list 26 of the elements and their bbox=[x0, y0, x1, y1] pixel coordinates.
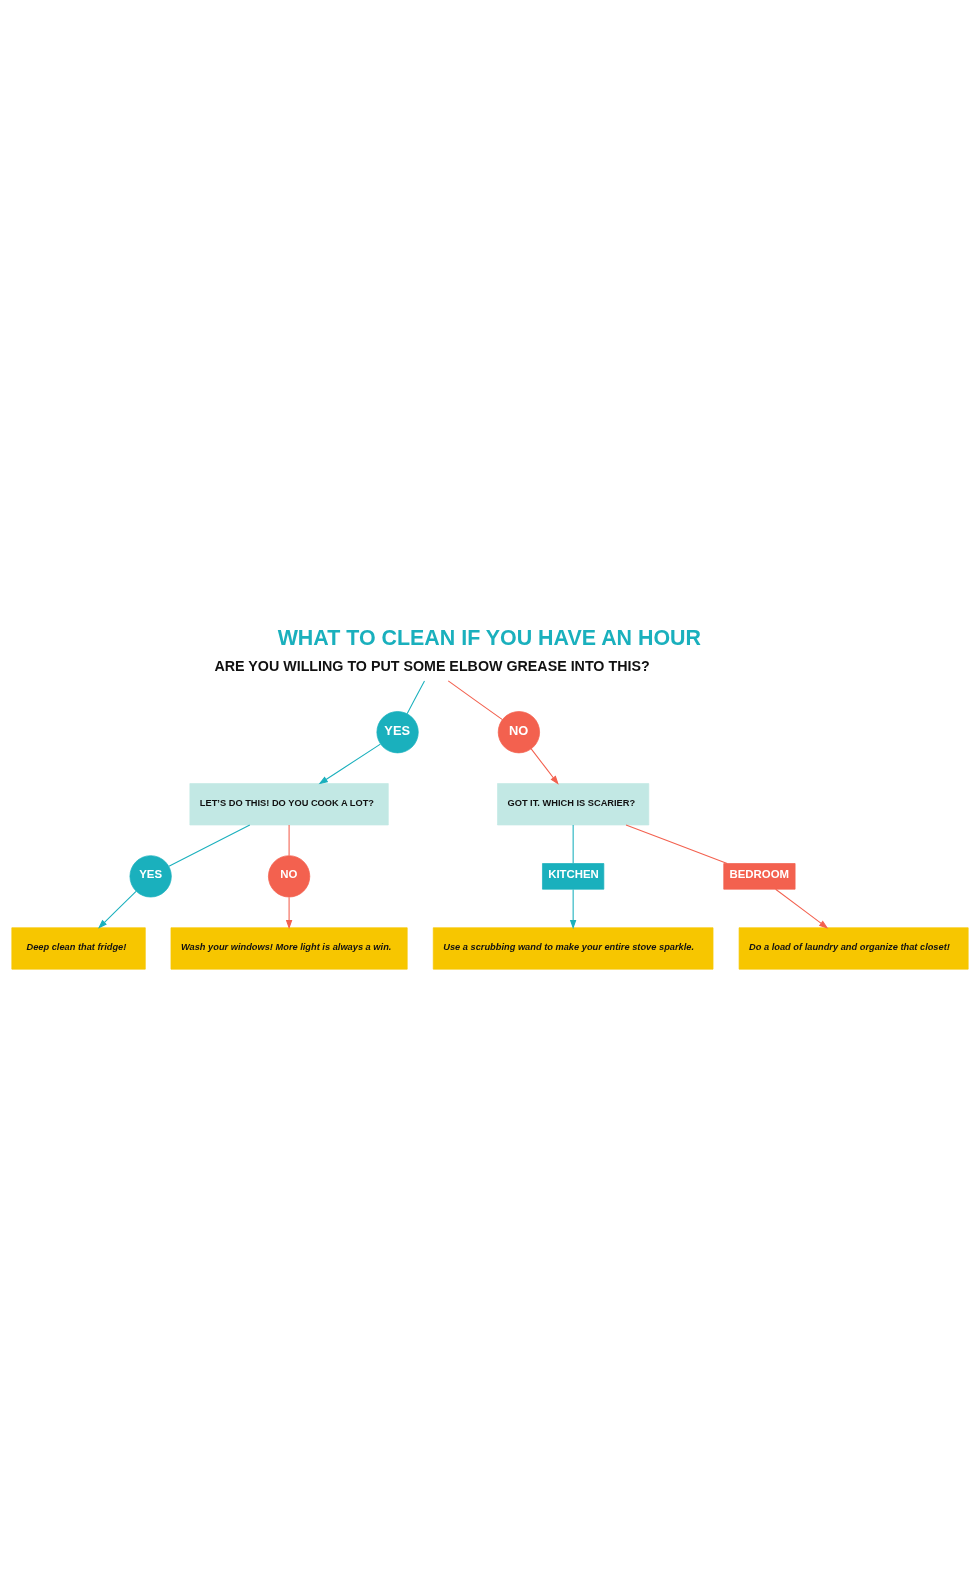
arrow bbox=[318, 743, 381, 785]
node-circle: NO bbox=[268, 855, 311, 898]
connector bbox=[447, 680, 503, 721]
connector bbox=[168, 824, 251, 867]
node-text: ARE YOU WILLING TO PUT SOME ELBOW GREASE INTO THIS? bbox=[214, 657, 650, 674]
arrow bbox=[775, 888, 829, 929]
connector bbox=[572, 824, 574, 864]
node-box: LET’S DO THIS! DO YOU COOK A LOT? bbox=[189, 783, 389, 826]
node-box: Use a scrubbing wand to make your entire stove sparkle. bbox=[432, 927, 714, 970]
arrow bbox=[97, 890, 137, 929]
node-box: KITCHEN bbox=[542, 863, 605, 890]
arrow bbox=[530, 748, 559, 785]
diagram-title: WHAT TO CLEAN IF YOU HAVE AN HOUR bbox=[277, 626, 702, 651]
connector bbox=[625, 824, 728, 864]
connector bbox=[288, 824, 290, 857]
arrow bbox=[569, 888, 577, 930]
node-box: BEDROOM bbox=[723, 863, 796, 890]
arrow bbox=[285, 896, 293, 930]
node-box: GOT IT. WHICH IS SCARIER? bbox=[497, 783, 650, 826]
node-circle: NO bbox=[497, 711, 540, 754]
node-circle: YES bbox=[376, 711, 419, 754]
node-circle: YES bbox=[129, 855, 172, 898]
connector bbox=[406, 680, 426, 715]
node-box: Deep clean that fridge! bbox=[11, 927, 146, 970]
node-box: Do a load of laundry and organize that closet! bbox=[738, 927, 969, 970]
node-box: Wash your windows! More light is always a win. bbox=[170, 927, 408, 970]
